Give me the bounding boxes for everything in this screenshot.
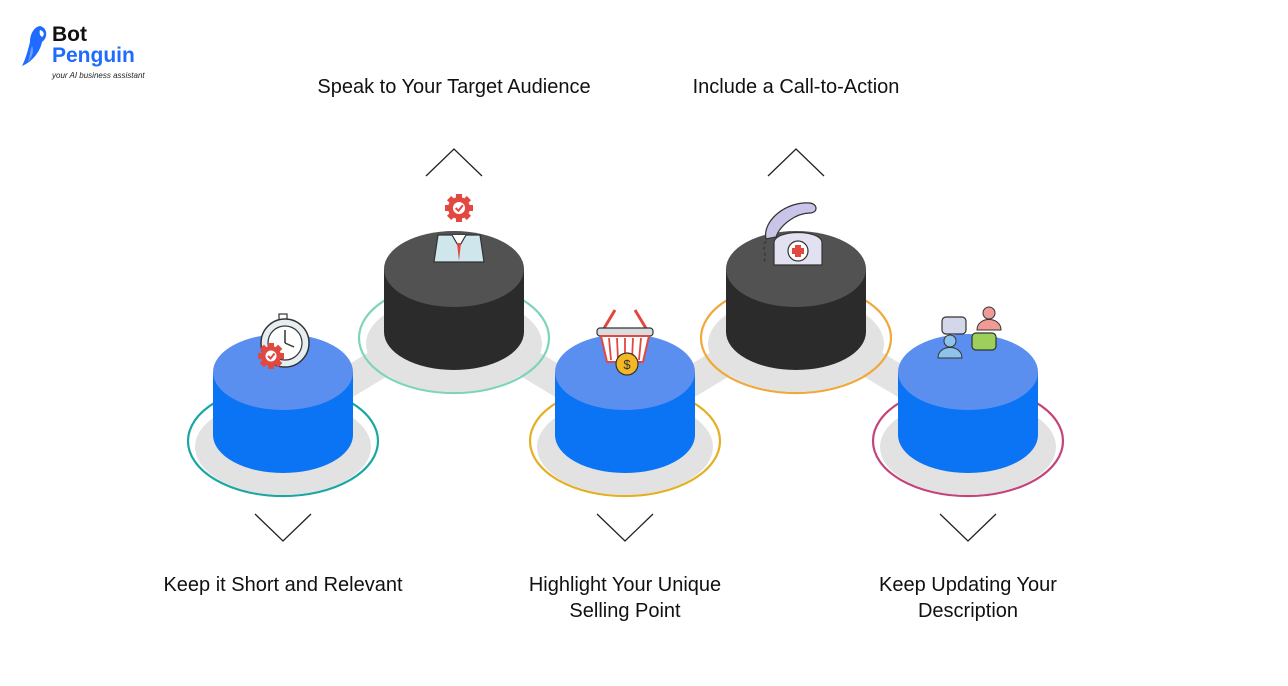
brand-logo: Bot Penguin your AI business assistant xyxy=(18,24,148,84)
cylinder-top xyxy=(898,334,1038,410)
cylinder-top xyxy=(213,334,353,410)
chevron-down-icon xyxy=(596,513,654,542)
gear-icon xyxy=(258,343,284,369)
chat-people-icon xyxy=(937,306,1002,359)
cylinder-top xyxy=(384,231,524,307)
step-label-line: Selling Point xyxy=(569,600,681,622)
phone-medical-icon xyxy=(761,202,823,266)
chevron-down-icon xyxy=(254,513,312,542)
cylinder-top xyxy=(726,231,866,307)
step-update xyxy=(871,306,1065,498)
step-label-line: Keep it Short and Relevant xyxy=(163,574,403,596)
gear-icon xyxy=(445,194,473,222)
step-label-line: Description xyxy=(917,600,1019,622)
step-short xyxy=(186,313,380,498)
step-label-cta: Include a Call-to-Action xyxy=(636,74,956,100)
step-label-line: Include a Call-to-Action xyxy=(692,76,900,98)
brand-name: Bot Penguin xyxy=(52,24,135,66)
brand-name-line2: Penguin xyxy=(52,44,135,67)
step-label-audience: Speak to Your Target Audience xyxy=(294,74,614,100)
step-label-short: Keep it Short and Relevant xyxy=(123,572,443,598)
chevron-down-icon xyxy=(939,513,997,542)
basket-coin-icon: $ xyxy=(596,309,654,376)
person-gear-icon xyxy=(433,194,485,263)
svg-text:$: $ xyxy=(623,357,631,372)
step-audience xyxy=(357,194,551,395)
brand-tagline: your AI business assistant xyxy=(52,71,145,80)
chevron-up-icon xyxy=(767,148,825,177)
penguin-icon xyxy=(22,26,47,66)
stopwatch-gear-icon xyxy=(258,313,310,369)
brand-name-line1: Bot xyxy=(52,23,87,46)
chevron-up-icon xyxy=(425,148,483,177)
step-usp: $ xyxy=(528,309,722,498)
step-cta xyxy=(699,202,893,395)
step-label-line: Keep Updating Your xyxy=(879,574,1057,596)
step-label-line: Speak to Your Target Audience xyxy=(317,76,591,98)
step-label-line: Highlight Your Unique xyxy=(528,574,722,596)
